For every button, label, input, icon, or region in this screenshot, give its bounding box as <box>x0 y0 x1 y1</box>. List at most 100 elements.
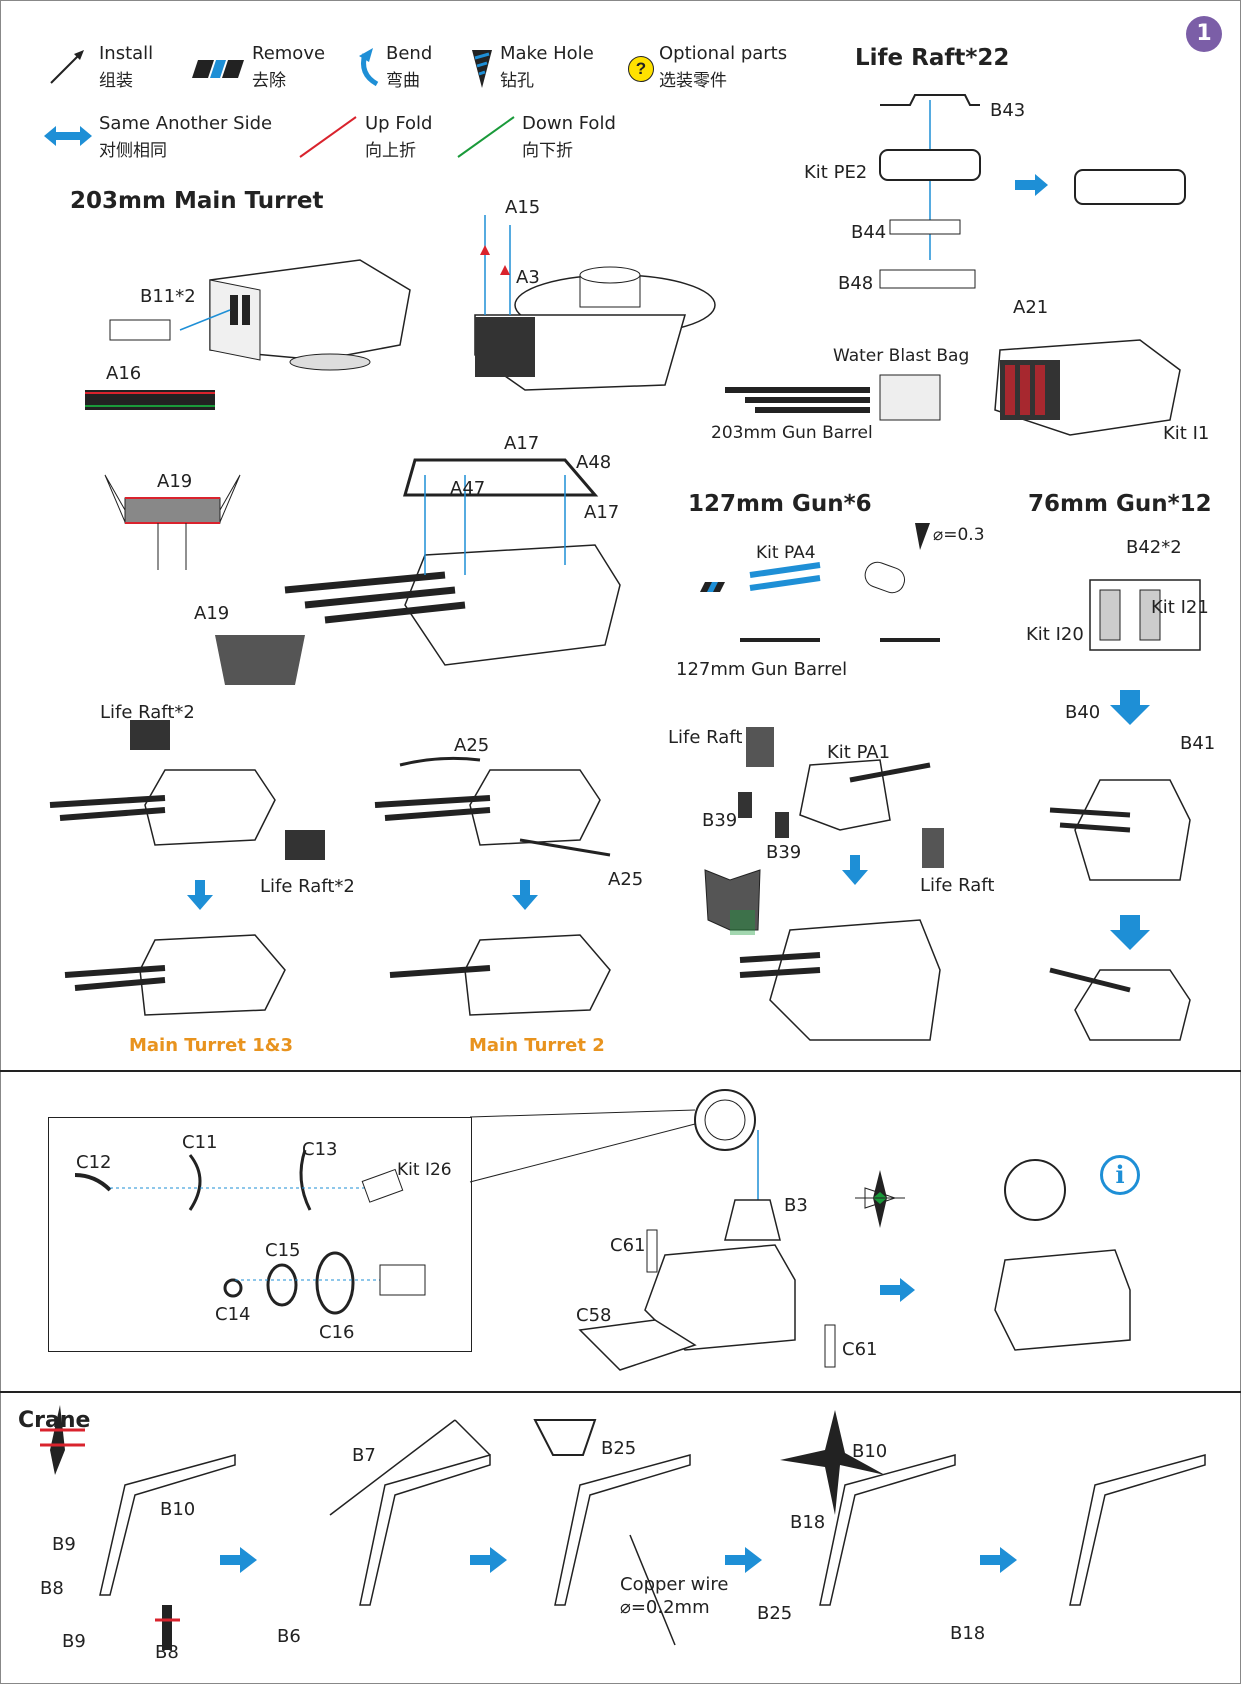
label-life-raft-2a: Life Raft*2 <box>100 702 195 723</box>
label-b18b: B18 <box>950 1623 986 1644</box>
label-b7: B7 <box>352 1445 376 1466</box>
label-c15: C15 <box>265 1240 301 1261</box>
label-main-turret-13: Main Turret 1&3 <box>129 1035 294 1056</box>
label-a19a: A19 <box>157 471 193 492</box>
down-fold-icon <box>457 116 515 158</box>
label-kit-i1: Kit I1 <box>1163 423 1210 444</box>
divider-1 <box>0 1070 1241 1072</box>
searchlight-assembly-drawing <box>578 1089 1131 1371</box>
label-b10b: B10 <box>852 1441 888 1462</box>
turret-rail-drawing <box>215 458 621 685</box>
label-b9a: B9 <box>52 1534 76 1555</box>
label-life-raft-a: Life Raft <box>668 727 743 748</box>
label-c61a: C61 <box>610 1235 646 1256</box>
label-b39a: B39 <box>702 810 738 831</box>
label-b25a: B25 <box>601 1438 637 1459</box>
label-b39b: B39 <box>766 842 802 863</box>
step-badge-icon: 1 <box>1186 16 1222 52</box>
label-b44: B44 <box>851 222 887 243</box>
turret-variant-drawing <box>49 720 611 1016</box>
a19-drawing <box>104 474 241 570</box>
label-kit-i26: Kit I26 <box>397 1160 452 1180</box>
label-kit-i21: Kit I21 <box>1151 597 1209 618</box>
gun127-drawing-b <box>704 727 944 1041</box>
turret-drawing-b <box>474 215 716 391</box>
label-b9b: B9 <box>62 1631 86 1652</box>
label-b18a: B18 <box>790 1512 826 1533</box>
label-b41: B41 <box>1180 733 1216 754</box>
label-b42: B42*2 <box>1126 537 1182 558</box>
label-c14: C14 <box>215 1304 251 1325</box>
label-a48: A48 <box>576 452 612 473</box>
optional-icon: ? <box>628 56 654 82</box>
divider-2 <box>0 1391 1241 1393</box>
label-b25b: B25 <box>757 1603 793 1624</box>
label-c58: C58 <box>576 1305 612 1326</box>
step-number: 1 <box>1196 21 1212 46</box>
label-a17b: A17 <box>584 502 620 523</box>
label-c11: C11 <box>182 1132 218 1153</box>
up-fold-icon <box>299 116 357 158</box>
main-turret-title: 203mm Main Turret <box>70 188 324 214</box>
blast-bag-drawing <box>725 339 1181 436</box>
gun127-drawing-a <box>700 523 940 642</box>
label-hole-dia: ⌀=0.3 <box>933 525 985 545</box>
install-arrow-icon <box>50 50 84 84</box>
searchlight-parts-drawing <box>74 1149 426 1315</box>
label-a25b: A25 <box>608 869 644 890</box>
life-raft-title: Life Raft*22 <box>855 45 1010 71</box>
life-raft-drawing <box>879 94 1186 289</box>
label-life-raft-b: Life Raft <box>920 875 995 896</box>
gun76-drawing <box>1049 579 1201 1041</box>
label-b8b: B8 <box>155 1642 179 1663</box>
label-b48: B48 <box>838 273 874 294</box>
label-gun-barrel-127: 127mm Gun Barrel <box>676 659 848 680</box>
label-b10a: B10 <box>160 1499 196 1520</box>
label-c13: C13 <box>302 1139 338 1160</box>
gun127-title: 127mm Gun*6 <box>688 491 872 517</box>
label-water-bag: Water Blast Bag <box>833 346 970 366</box>
info-icon: i <box>1100 1155 1140 1195</box>
label-a19b: A19 <box>194 603 230 624</box>
label-a3: A3 <box>516 267 540 288</box>
label-wire-dia: ⌀=0.2mm <box>620 1597 710 1618</box>
bend-icon <box>359 48 379 87</box>
gun76-title: 76mm Gun*12 <box>1028 491 1212 517</box>
label-b40: B40 <box>1065 702 1101 723</box>
label-a15: A15 <box>505 197 541 218</box>
detail-callout-lines <box>469 1109 696 1183</box>
label-kit-pa4: Kit PA4 <box>756 543 816 563</box>
label-kit-i20: Kit I20 <box>1026 624 1084 645</box>
label-b3: B3 <box>784 1195 808 1216</box>
label-c16: C16 <box>319 1322 355 1343</box>
label-a17a: A17 <box>504 433 540 454</box>
label-kit-pe2: Kit PE2 <box>804 162 868 183</box>
label-a25a: A25 <box>454 735 490 756</box>
label-b43: B43 <box>990 100 1026 121</box>
make-hole-icon <box>472 50 492 88</box>
detail-box <box>48 1117 472 1352</box>
turret-drawing-a <box>85 259 411 410</box>
label-copper-wire: Copper wire <box>620 1574 729 1595</box>
crane-drawing <box>40 1405 1206 1650</box>
label-c61b: C61 <box>842 1339 878 1360</box>
label-kit-pa1: Kit PA1 <box>827 742 891 763</box>
remove-icon <box>192 60 244 78</box>
label-b8a: B8 <box>40 1578 64 1599</box>
same-side-icon <box>44 126 92 146</box>
label-gun-barrel-203: 203mm Gun Barrel <box>711 423 873 443</box>
label-life-raft-2b: Life Raft*2 <box>260 876 355 897</box>
label-c12: C12 <box>76 1152 112 1173</box>
label-b11: B11*2 <box>140 286 196 307</box>
label-b6: B6 <box>277 1626 301 1647</box>
label-a16: A16 <box>106 363 142 384</box>
label-main-turret-2: Main Turret 2 <box>469 1035 605 1056</box>
label-a21: A21 <box>1013 297 1049 318</box>
